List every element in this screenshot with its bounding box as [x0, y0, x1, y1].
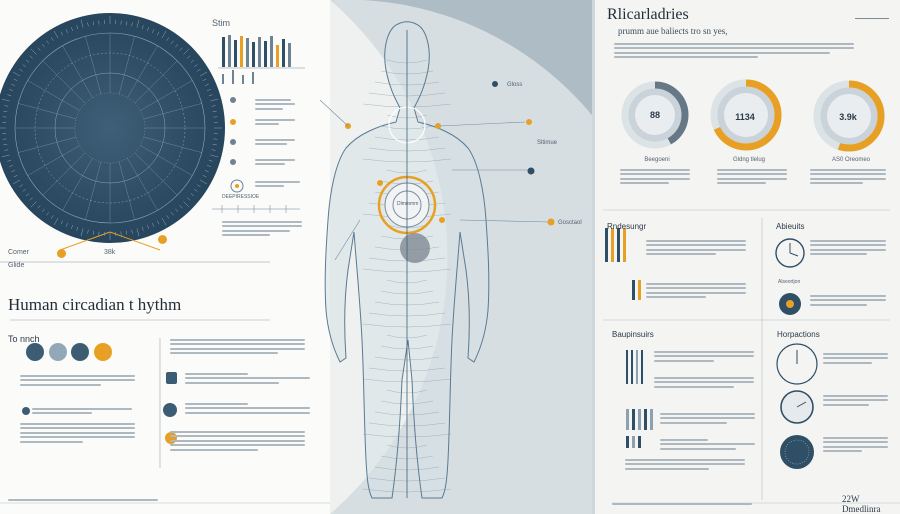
body-label: Sltimue — [537, 140, 558, 146]
text-block — [170, 428, 305, 453]
footer-text — [8, 496, 158, 503]
dial-label: Stim — [212, 18, 230, 28]
glide-label: Glide — [8, 262, 25, 269]
section-label: To nnch — [8, 334, 40, 344]
section-b-title: Abieuits — [776, 222, 805, 231]
donut-center — [724, 93, 768, 137]
bar-group-b — [626, 350, 653, 448]
donut-arc — [813, 80, 885, 152]
text-block — [823, 350, 888, 366]
text-block — [20, 420, 135, 445]
text-block — [823, 434, 888, 455]
donut-value-2: 1134 — [735, 112, 755, 122]
dial-marker-b — [158, 235, 167, 244]
donut-center — [827, 94, 871, 138]
section-c-title: Baupinsuirs — [612, 330, 654, 339]
body-label: Gosctaol — [558, 220, 582, 226]
text-block — [185, 370, 310, 386]
text-block — [170, 336, 305, 357]
circadian-dial — [0, 13, 225, 243]
donut-charts — [621, 79, 885, 152]
text-block — [810, 237, 886, 258]
body-figure — [319, 21, 490, 499]
text-block — [646, 280, 746, 301]
text-block — [646, 237, 746, 258]
text-block — [255, 136, 295, 148]
section-d-title: Horpactions — [777, 330, 820, 339]
donut-caption-2: Gldng tlelug — [732, 157, 766, 163]
body-label: Gloss — [507, 82, 523, 88]
text-block — [612, 500, 752, 507]
body-center-label: Dlmmmm — [397, 201, 419, 207]
mid-caption: DEEPIRESSIOE — [222, 194, 260, 200]
donut-arc — [621, 81, 689, 149]
donut-text-3 — [810, 166, 886, 187]
donut-value-1: 88 — [649, 110, 660, 120]
organ-icons — [22, 343, 112, 415]
bar-cluster — [218, 35, 305, 84]
text-block — [255, 116, 295, 128]
bar-group-a — [605, 228, 641, 300]
text-block — [20, 372, 135, 388]
text-block — [32, 405, 132, 417]
donut-center — [635, 95, 675, 135]
text-block — [660, 436, 755, 452]
main-title: Human circadian t hythm — [8, 295, 182, 314]
text-block — [255, 96, 295, 112]
donut-arc — [710, 79, 782, 151]
text-block — [654, 348, 754, 364]
clock-icons-a — [775, 238, 805, 315]
donut-text-2 — [717, 166, 787, 187]
dial-marker-a — [57, 249, 66, 258]
right-footer: 22W Dmedlinra — [842, 494, 881, 514]
small-label: Alseortjon — [778, 279, 801, 285]
text-block — [625, 456, 745, 472]
corner-label: Comer — [8, 249, 30, 256]
right-subtitle: prumm aue baliects tro sn yes, — [618, 26, 728, 36]
donut-caption-1: Beegoeni — [644, 157, 670, 163]
text-block — [654, 374, 754, 390]
donut-text-1 — [620, 166, 690, 187]
donut-caption-3: AS0 Oreomeo — [831, 157, 871, 163]
text-block — [185, 400, 310, 416]
clock-icons-b — [776, 343, 818, 469]
text-block — [255, 178, 300, 190]
intro-text — [614, 40, 854, 61]
donut-value-3: 3.9k — [839, 112, 857, 122]
text-block — [255, 156, 295, 168]
section-a-title: Rndesungr — [607, 222, 647, 231]
text-block — [222, 218, 302, 239]
title-rule — [855, 18, 889, 19]
text-block — [660, 410, 755, 426]
dial-value: 38k — [104, 249, 116, 256]
text-block — [810, 292, 886, 308]
right-title: Rlicarladries — [607, 6, 689, 23]
text-block — [823, 392, 888, 408]
